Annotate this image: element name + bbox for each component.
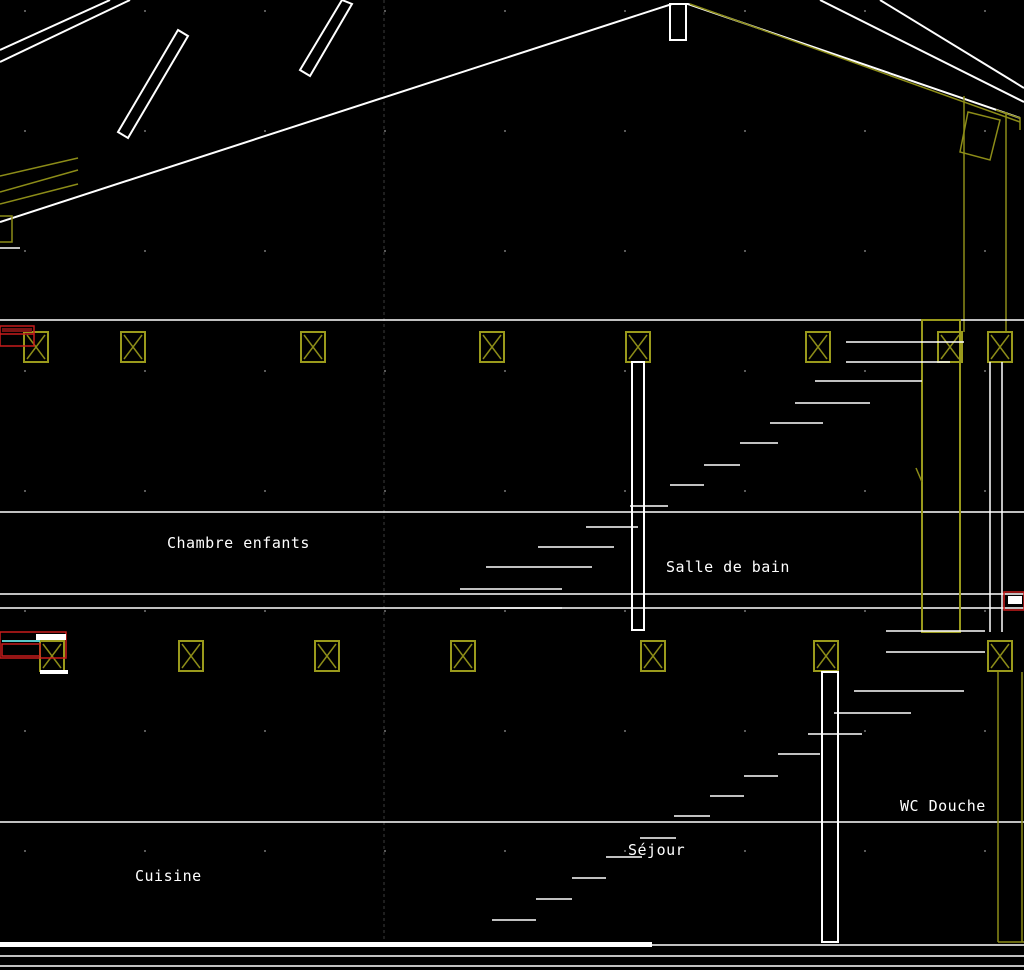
joist-box [813,640,839,672]
joist-box [178,640,204,672]
joist-box [120,331,146,363]
label-chambre-enfants: Chambre enfants [167,534,310,552]
columns [631,319,1024,943]
joist-box [805,331,831,363]
staircase-lower [492,630,985,921]
label-cuisine: Cuisine [135,867,202,885]
joist-box [479,331,505,363]
staircase-upper [460,341,964,609]
joist-box [937,331,963,363]
label-sejour: Séjour [628,841,685,859]
joist-box [300,331,326,363]
joist-box [450,640,476,672]
joist-markers [23,331,1013,672]
grid-dots [24,10,986,852]
section-markers [0,325,1024,674]
joist-box [625,331,651,363]
label-salle-de-bain: Salle de bain [666,558,790,576]
roof-section [0,0,1024,332]
joist-box [640,640,666,672]
joist-box [39,640,65,672]
joist-box [314,640,340,672]
joist-box [987,640,1013,672]
joist-box [23,331,49,363]
joist-box [987,331,1013,363]
label-wc-douche: WC Douche [900,797,986,815]
